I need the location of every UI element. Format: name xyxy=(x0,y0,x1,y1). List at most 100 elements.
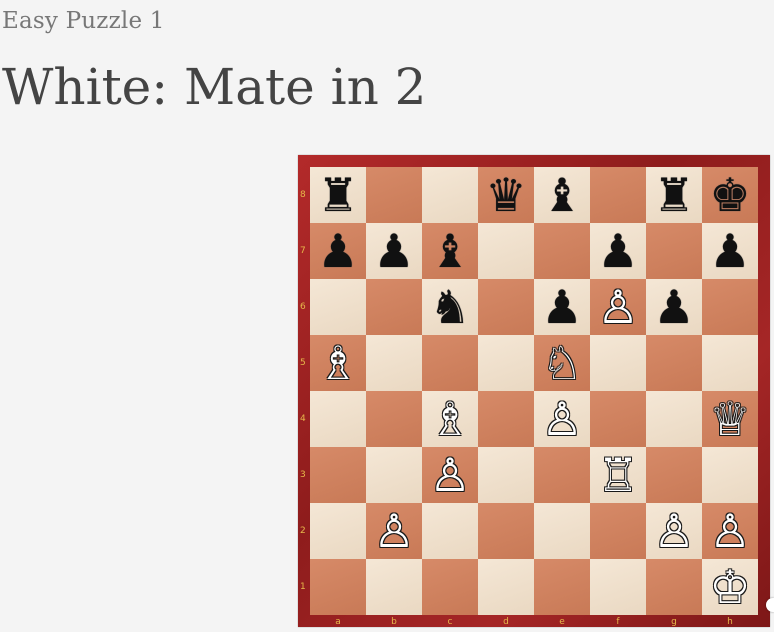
square-h3[interactable] xyxy=(702,447,758,503)
file-label: a xyxy=(335,617,341,627)
square-g5[interactable] xyxy=(646,335,702,391)
puzzle-title: White: Mate in 2 xyxy=(2,58,427,116)
square-b7[interactable]: ♟ xyxy=(366,223,422,279)
square-b8[interactable] xyxy=(366,167,422,223)
white-queen-icon[interactable]: ♕ xyxy=(709,392,751,446)
file-label: d xyxy=(503,617,509,627)
black-pawn-icon[interactable]: ♟ xyxy=(373,224,415,278)
square-b2[interactable]: ♙ xyxy=(366,503,422,559)
black-knight-icon[interactable]: ♞ xyxy=(429,280,471,334)
square-h1[interactable]: ♔ xyxy=(702,559,758,615)
square-d5[interactable] xyxy=(478,335,534,391)
rank-label: 3 xyxy=(300,470,306,480)
white-bishop-icon[interactable]: ♗ xyxy=(429,392,471,446)
square-e5[interactable]: ♘ xyxy=(534,335,590,391)
square-e8[interactable]: ♝ xyxy=(534,167,590,223)
white-pawn-icon[interactable]: ♙ xyxy=(597,280,639,334)
rank-label: 4 xyxy=(300,414,306,424)
black-pawn-icon[interactable]: ♟ xyxy=(709,224,751,278)
square-e3[interactable] xyxy=(534,447,590,503)
square-g4[interactable] xyxy=(646,391,702,447)
square-d7[interactable] xyxy=(478,223,534,279)
square-c3[interactable]: ♙ xyxy=(422,447,478,503)
square-c5[interactable] xyxy=(422,335,478,391)
square-f7[interactable]: ♟ xyxy=(590,223,646,279)
square-h7[interactable]: ♟ xyxy=(702,223,758,279)
black-queen-icon[interactable]: ♛ xyxy=(485,168,527,222)
square-d3[interactable] xyxy=(478,447,534,503)
square-d4[interactable] xyxy=(478,391,534,447)
square-b5[interactable] xyxy=(366,335,422,391)
black-pawn-icon[interactable]: ♟ xyxy=(653,280,695,334)
white-bishop-icon[interactable]: ♗ xyxy=(317,336,359,390)
square-g6[interactable]: ♟ xyxy=(646,279,702,335)
white-pawn-icon[interactable]: ♙ xyxy=(429,448,471,502)
square-d2[interactable] xyxy=(478,503,534,559)
square-a5[interactable]: ♗ xyxy=(310,335,366,391)
square-e4[interactable]: ♙ xyxy=(534,391,590,447)
black-pawn-icon[interactable]: ♟ xyxy=(597,224,639,278)
square-b1[interactable] xyxy=(366,559,422,615)
black-bishop-icon[interactable]: ♝ xyxy=(541,168,583,222)
file-label: f xyxy=(616,617,620,627)
black-pawn-icon[interactable]: ♟ xyxy=(317,224,359,278)
square-c7[interactable]: ♝ xyxy=(422,223,478,279)
square-e2[interactable] xyxy=(534,503,590,559)
black-rook-icon[interactable]: ♜ xyxy=(317,168,359,222)
square-g2[interactable]: ♙ xyxy=(646,503,702,559)
square-d8[interactable]: ♛ xyxy=(478,167,534,223)
white-rook-icon[interactable]: ♖ xyxy=(597,448,639,502)
square-e7[interactable] xyxy=(534,223,590,279)
white-pawn-icon[interactable]: ♙ xyxy=(653,504,695,558)
square-a3[interactable] xyxy=(310,447,366,503)
square-d1[interactable] xyxy=(478,559,534,615)
square-c1[interactable] xyxy=(422,559,478,615)
chessboard[interactable]: ♜♛♝♜♚♟♟♝♟♟♞♟♙♟♗♘♗♙♕♙♖♙♙♙♔ xyxy=(310,167,758,615)
square-f2[interactable] xyxy=(590,503,646,559)
square-e6[interactable]: ♟ xyxy=(534,279,590,335)
square-f5[interactable] xyxy=(590,335,646,391)
square-f8[interactable] xyxy=(590,167,646,223)
square-h2[interactable]: ♙ xyxy=(702,503,758,559)
square-a2[interactable] xyxy=(310,503,366,559)
square-b3[interactable] xyxy=(366,447,422,503)
square-a8[interactable]: ♜ xyxy=(310,167,366,223)
square-f1[interactable] xyxy=(590,559,646,615)
white-pawn-icon[interactable]: ♙ xyxy=(541,392,583,446)
square-f3[interactable]: ♖ xyxy=(590,447,646,503)
square-c4[interactable]: ♗ xyxy=(422,391,478,447)
square-e1[interactable] xyxy=(534,559,590,615)
square-c2[interactable] xyxy=(422,503,478,559)
square-a6[interactable] xyxy=(310,279,366,335)
square-h4[interactable]: ♕ xyxy=(702,391,758,447)
square-b4[interactable] xyxy=(366,391,422,447)
square-c8[interactable] xyxy=(422,167,478,223)
square-d6[interactable] xyxy=(478,279,534,335)
square-a1[interactable] xyxy=(310,559,366,615)
square-a7[interactable]: ♟ xyxy=(310,223,366,279)
black-king-icon[interactable]: ♚ xyxy=(709,168,751,222)
square-g3[interactable] xyxy=(646,447,702,503)
square-f6[interactable]: ♙ xyxy=(590,279,646,335)
square-h5[interactable] xyxy=(702,335,758,391)
white-pawn-icon[interactable]: ♙ xyxy=(373,504,415,558)
white-knight-icon[interactable]: ♘ xyxy=(541,336,583,390)
square-c6[interactable]: ♞ xyxy=(422,279,478,335)
square-g7[interactable] xyxy=(646,223,702,279)
white-king-icon[interactable]: ♔ xyxy=(709,560,751,614)
square-b6[interactable] xyxy=(366,279,422,335)
square-g8[interactable]: ♜ xyxy=(646,167,702,223)
rank-label: 2 xyxy=(300,526,306,536)
square-f4[interactable] xyxy=(590,391,646,447)
scroll-handle[interactable] xyxy=(766,598,774,612)
file-label: b xyxy=(391,617,397,627)
square-g1[interactable] xyxy=(646,559,702,615)
black-pawn-icon[interactable]: ♟ xyxy=(541,280,583,334)
black-rook-icon[interactable]: ♜ xyxy=(653,168,695,222)
white-pawn-icon[interactable]: ♙ xyxy=(709,504,751,558)
square-h6[interactable] xyxy=(702,279,758,335)
square-h8[interactable]: ♚ xyxy=(702,167,758,223)
square-a4[interactable] xyxy=(310,391,366,447)
file-label: c xyxy=(447,617,453,627)
black-bishop-icon[interactable]: ♝ xyxy=(429,224,471,278)
